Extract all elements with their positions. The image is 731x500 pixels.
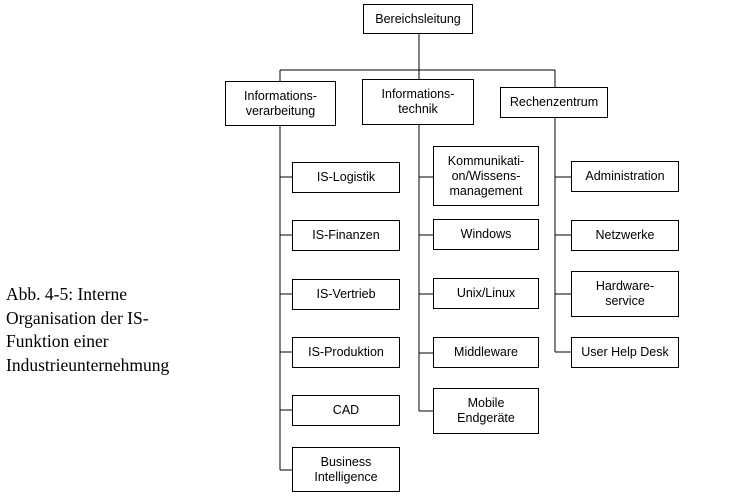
column-3-item: Netzwerke	[571, 220, 679, 251]
column-1-header: Informations- verarbeitung	[225, 81, 336, 126]
column-2-item: Mobile Endgeräte	[433, 388, 539, 434]
column-3-item: Hardware- service	[571, 271, 679, 317]
column-2-header: Informations- technik	[362, 79, 474, 125]
column-1-item: IS-Logistik	[292, 162, 400, 193]
column-1-item: Business Intelligence	[292, 447, 400, 492]
column-3-item: User Help Desk	[571, 337, 679, 368]
column-1-item: IS-Vertrieb	[292, 279, 400, 310]
root-node: Bereichsleitung	[363, 4, 473, 34]
column-2-item: Windows	[433, 219, 539, 250]
column-2-item: Unix/Linux	[433, 278, 539, 309]
figure-caption: Abb. 4-5: Interne Organisation der IS- F…	[6, 284, 170, 375]
column-2-item: Middleware	[433, 337, 539, 368]
column-3-header: Rechenzentrum	[500, 87, 608, 118]
column-1-item: IS-Produktion	[292, 337, 400, 368]
column-1-item: IS-Finanzen	[292, 220, 400, 251]
column-1-item: CAD	[292, 395, 400, 426]
column-2-item: Kommunikati- on/Wissens- management	[433, 146, 539, 206]
column-3-item: Administration	[571, 161, 679, 192]
